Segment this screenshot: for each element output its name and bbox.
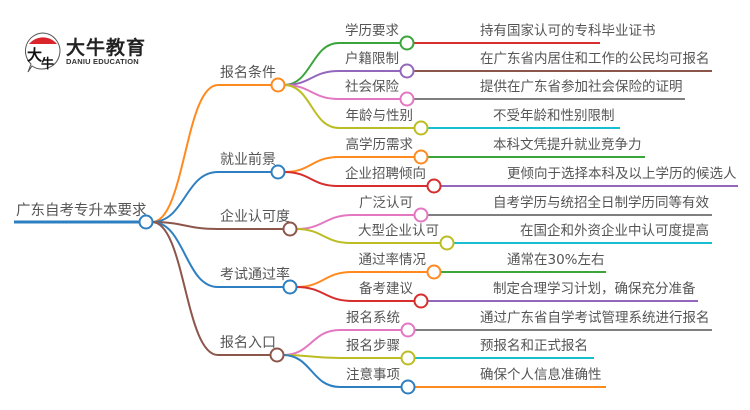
sub-node-label: 报名步骤	[346, 338, 400, 354]
root-branch-connector	[151, 221, 219, 356]
root-node-label: 广东自考专升本要求	[16, 202, 147, 219]
sub-branch-connector	[283, 156, 340, 173]
root-branch-connector	[151, 221, 219, 288]
branch-node-label: 报名入口	[220, 335, 276, 351]
branch-node-circle	[269, 347, 285, 363]
branch-node-circle	[270, 77, 286, 93]
leaf-node-label: 不受年龄和性别限制	[493, 108, 615, 124]
sub-node-circle	[426, 264, 442, 280]
sub-node-label: 广泛认可	[359, 195, 413, 211]
branch-node-circle	[282, 279, 298, 295]
sub-node-circle	[400, 322, 416, 338]
sub-node-label: 企业招聘倾向	[345, 165, 426, 182]
root-branch-connector	[151, 171, 219, 223]
leaf-node-label: 预报名和正式报名	[480, 338, 588, 354]
sub-branch-connector	[282, 329, 341, 356]
sub-node-circle	[426, 178, 442, 194]
root-branch-connector	[151, 84, 219, 223]
leaf-node-label: 更倾向于选择本科及以上学历的候选人	[507, 166, 737, 182]
leaf-node-label: 通常在30%左右	[507, 252, 605, 268]
sub-branch-connector	[282, 354, 341, 388]
sub-branch-connector	[295, 286, 354, 302]
sub-node-circle	[413, 293, 429, 309]
branch-node-label: 报名条件	[220, 64, 276, 81]
logo-glyph: 大	[27, 46, 42, 64]
sub-branch-connector	[295, 214, 354, 230]
sub-node-circle	[413, 120, 429, 136]
sub-node-circle	[413, 207, 429, 223]
sub-node-circle	[439, 235, 455, 251]
branch-node-circle	[270, 164, 286, 180]
branch-node-circle	[282, 221, 298, 237]
sub-node-label: 户籍限制	[345, 50, 399, 67]
logo-glyph-2: 牛	[41, 56, 54, 72]
leaf-node-label: 在广东省内居住和工作的公民均可报名	[480, 51, 710, 67]
leaf-node-label: 提供在广东省参加社会保险的证明	[480, 78, 683, 95]
leaf-node-label: 确保个人信息准确性	[480, 366, 602, 383]
sub-node-label: 学历要求	[345, 23, 399, 39]
sub-node-label: 注意事项	[346, 366, 400, 383]
logo-name-en: DANIU EDUCATION	[66, 57, 139, 66]
leaf-node-label: 在国企和外资企业中认可度提高	[520, 222, 709, 239]
branch-node-label: 就业前景	[220, 151, 276, 168]
sub-branch-connector	[283, 171, 339, 187]
sub-node-circle	[400, 379, 416, 395]
branch-node-label: 企业认可度	[220, 208, 290, 225]
sub-branch-connector	[295, 228, 352, 244]
sub-node-circle	[399, 63, 415, 79]
sub-node-circle	[400, 350, 416, 366]
leaf-node-label: 通过广东省自学考试管理系统进行报名	[480, 310, 710, 326]
leaf-node-label: 本科文凭提升就业竞争力	[493, 136, 642, 153]
sub-node-circle	[399, 91, 415, 107]
leaf-node-label: 制定合理学习计划，确保充分准备	[493, 280, 696, 297]
branch-node-label: 考试通过率	[220, 266, 290, 283]
sub-branch-connector	[295, 271, 353, 288]
sub-branch-connector	[283, 84, 340, 129]
sub-node-circle	[413, 149, 429, 165]
root-node-circle	[138, 214, 154, 230]
sub-node-label: 年龄与性别	[346, 108, 414, 124]
sub-node-label: 通过率情况	[359, 251, 427, 268]
sub-node-label: 备考建议	[359, 280, 413, 297]
leaf-node-label: 自考学历与统招全日制学历同等有效	[493, 194, 709, 211]
sub-node-label: 社会保险	[345, 79, 399, 95]
leaf-node-label: 持有国家认可的专科毕业证书	[480, 22, 656, 39]
sub-node-label: 报名系统	[346, 310, 400, 326]
logo-name-cn: 大牛教育	[66, 37, 147, 59]
sub-node-circle	[399, 35, 415, 51]
root-branch-connector	[151, 221, 219, 230]
brand-logo: 大 牛 大牛教育 DANIU EDUCATION	[22, 30, 172, 74]
logo-emblem-icon: 大 牛	[24, 32, 61, 73]
sub-node-label: 高学历需求	[346, 136, 414, 153]
sub-node-label: 大型企业认可	[358, 222, 439, 239]
